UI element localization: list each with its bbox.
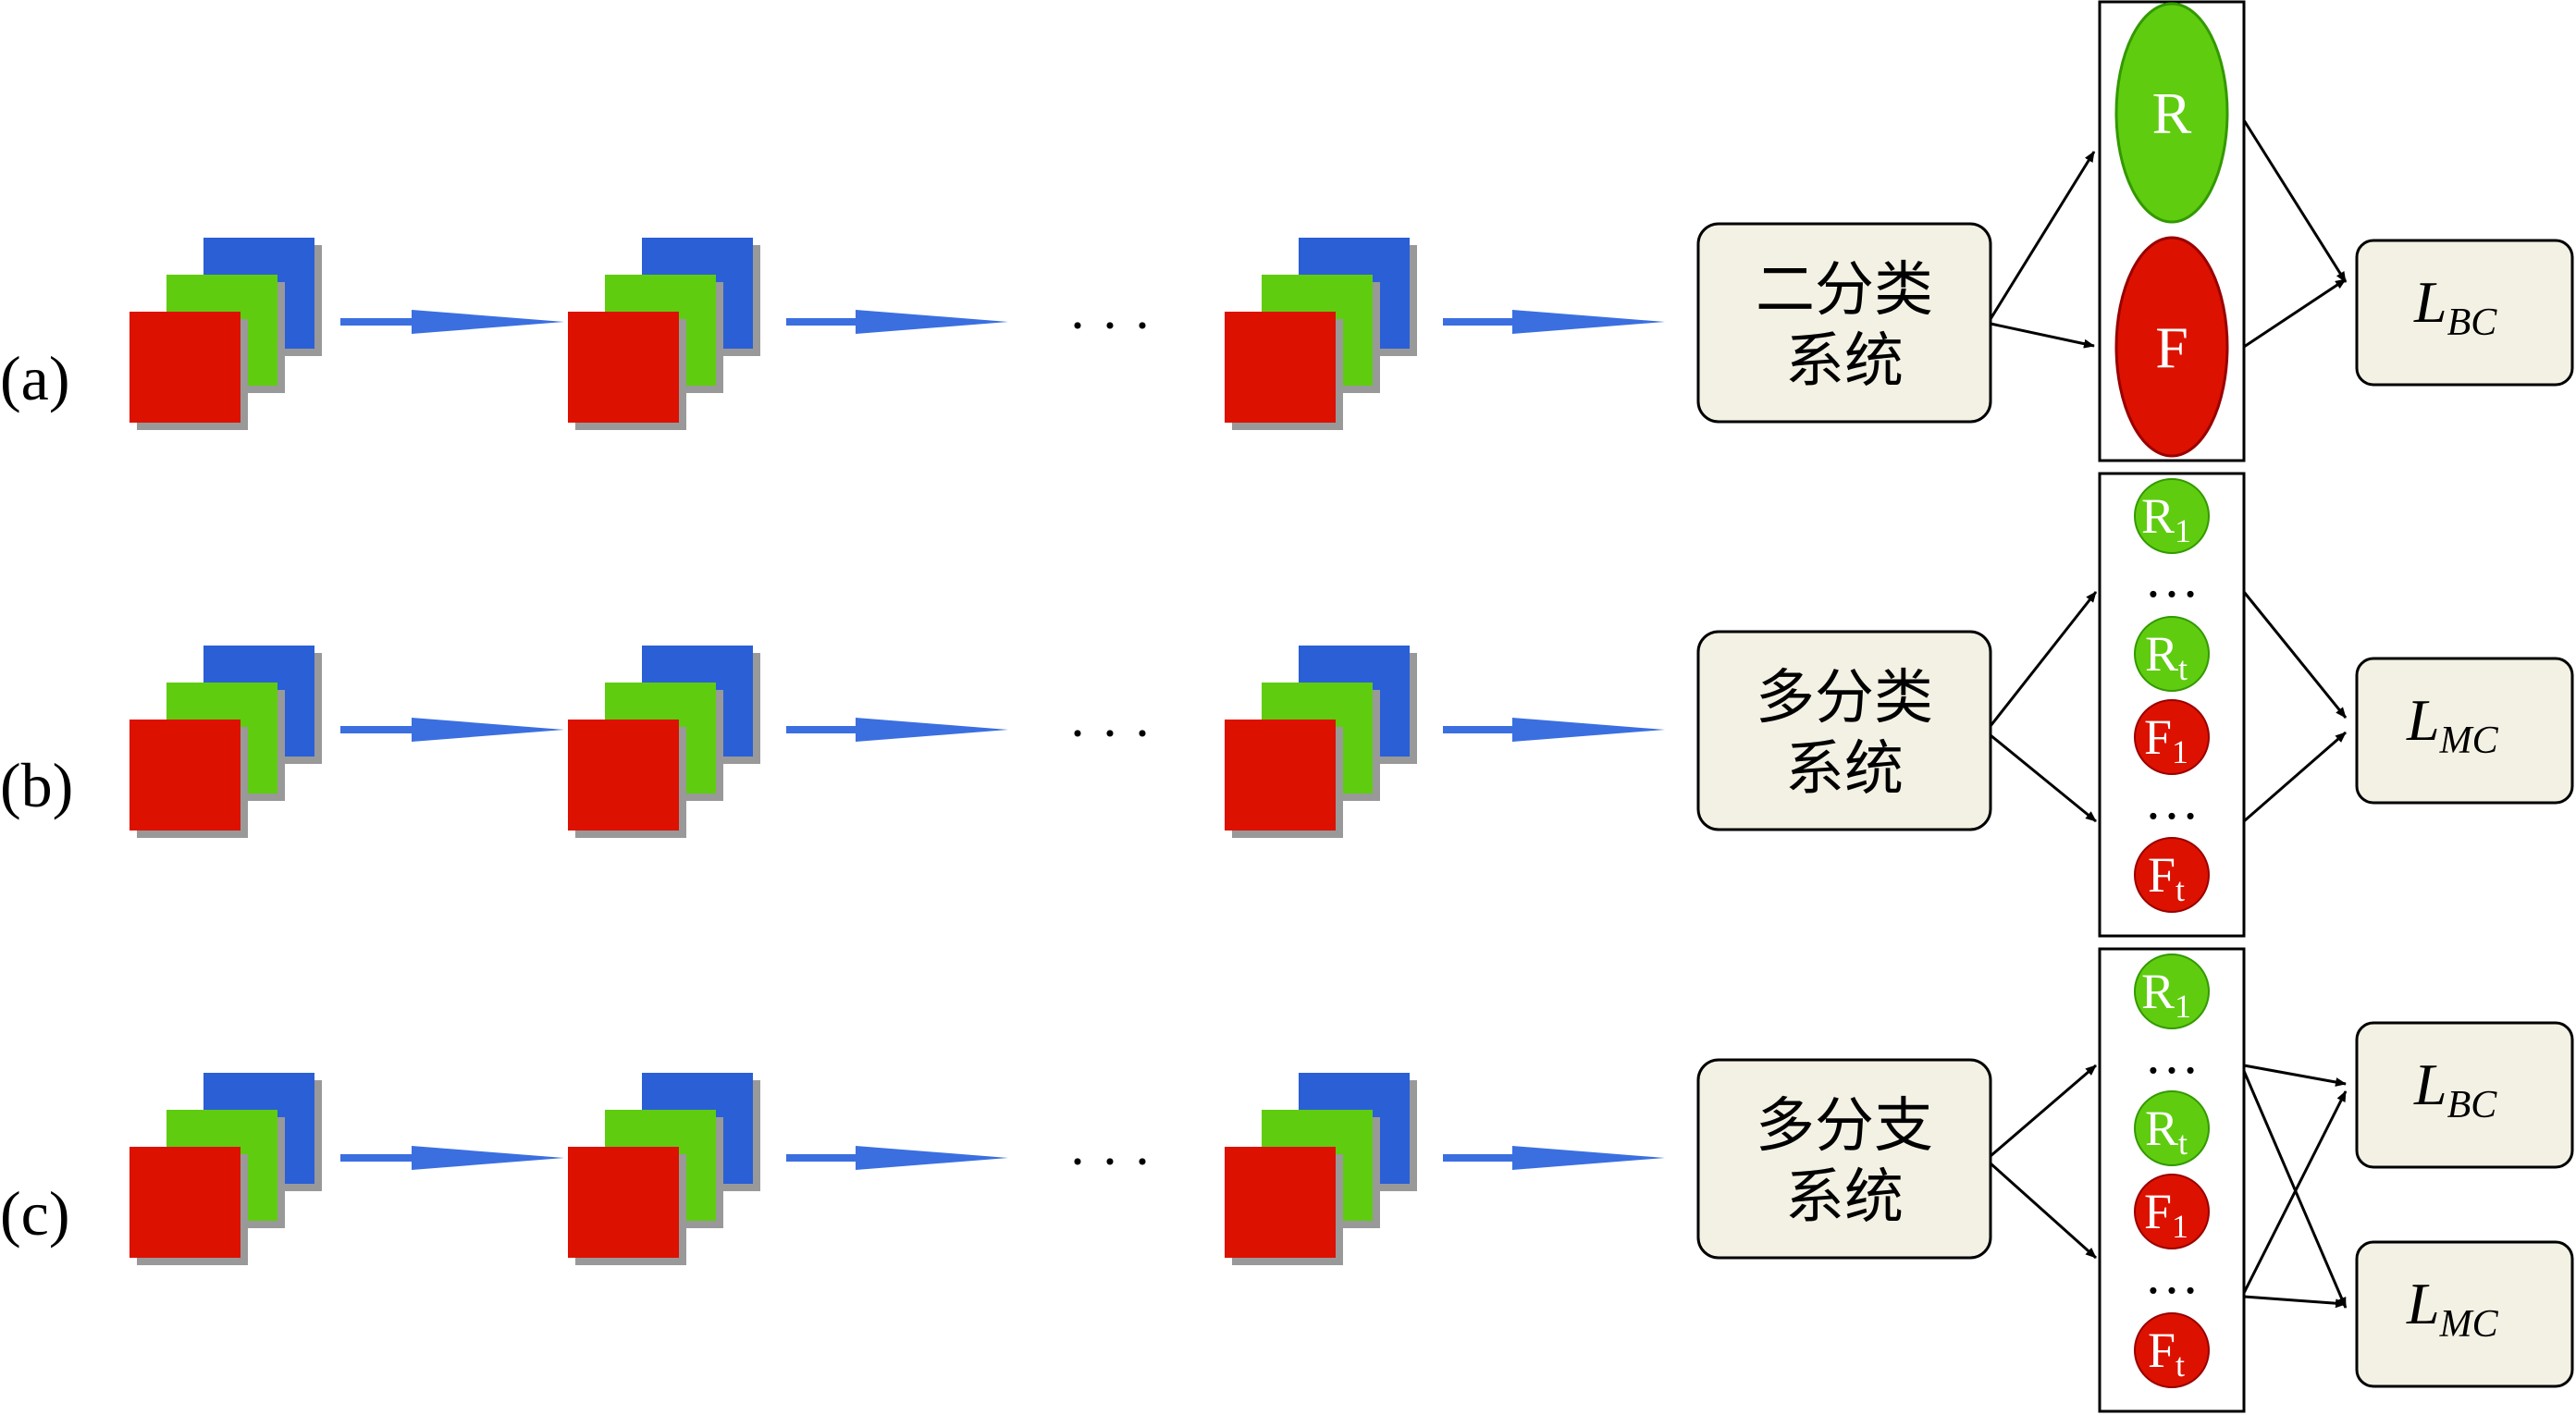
system-label-a-line1: 二分类 [1756,256,1933,325]
row-c: (c) · · · 多分支 系统 R1 … Rt [0,947,2574,1413]
sequence-dots-a: · · · [1068,295,1152,356]
frame-stack-b-1 [129,646,322,838]
class-circle-c-f1 [2134,1174,2210,1249]
arrow-c-to-fake [1989,1162,2098,1260]
loss-box-b [2355,657,2574,805]
loss-symbol: L [2406,1271,2440,1336]
row-a: (a) · · · 二分类 系统 R F [0,0,2574,462]
arrow-a-to-r [1989,151,2096,320]
blue-arrow-b-2 [786,718,1008,742]
system-box-b [1696,630,1992,831]
class-circle-c-rt [2134,1090,2210,1166]
frame-stack-c-2 [568,1073,760,1265]
frame-stack-a-1 [129,238,322,430]
loss-subscript: MC [2439,1303,2499,1346]
system-label-c-line2: 系统 [1785,1163,1904,1232]
class-label-b-rt: Rt [2145,626,2188,687]
class-label-c-f1: F1 [2144,1184,2188,1245]
loss-label-b: LMC [2406,687,2499,762]
class-label-c-rt: Rt [2145,1101,2188,1162]
arrow-fake-to-loss-b [2243,731,2347,823]
arrow-b-to-fake [1990,733,2097,823]
arrow-real-to-loss-bc-c [2243,1064,2347,1087]
blue-arrow-c-2 [786,1146,1008,1170]
sequence-dots-b: · · · [1068,703,1152,764]
loss-label-c-bc: LBC [2413,1052,2497,1126]
loss-subscript: BC [2447,301,2498,344]
row-label-c: (c) [0,1178,69,1249]
system-label-b-line2: 系统 [1785,735,1904,804]
class-dots-b-1: … [2144,548,2200,609]
system-label-c-line1: 多分支 [1756,1092,1933,1161]
fake-class-label: F [2155,314,2188,380]
frame-stack-b-3 [1225,646,1417,838]
class-dots-b-2: … [2144,769,2200,831]
arrow-r-to-loss-a [2242,119,2348,283]
class-circle-b-f1 [2134,699,2210,775]
arrow-fake-to-loss-mc-c [2243,1295,2347,1309]
frame-stack-a-3 [1225,238,1417,430]
system-label-a-line2: 系统 [1785,327,1904,396]
system-label-b-line1: 多分类 [1756,664,1933,732]
class-circle-c-ft [2134,1312,2210,1388]
loss-label-c-mc: LMC [2406,1271,2499,1346]
loss-symbol: L [2413,269,2447,335]
blue-arrow-a-2 [786,310,1008,334]
loss-label-a: LBC [2413,269,2497,344]
row-label-a: (a) [0,343,69,413]
loss-box-c-mc [2355,1240,2574,1388]
loss-box-c-bc [2355,1021,2574,1169]
class-circle-b-rt [2134,616,2210,692]
blue-arrow-b-3 [1443,718,1665,742]
frame-stack-c-3 [1225,1073,1417,1265]
loss-symbol: L [2406,687,2440,753]
row-label-b: (b) [0,750,73,820]
class-label-b-ft: Ft [2148,847,2185,908]
class-label-b-f1: F1 [2144,709,2188,770]
row-b: (b) · · · 多分类 系统 R1 … Rt [0,472,2574,938]
frame-stack-c-1 [129,1073,322,1265]
blue-arrow-a-1 [340,310,564,334]
class-circle-c-r1 [2134,954,2210,1029]
arrow-real-to-loss-b [2242,591,2348,719]
loss-subscript: BC [2447,1084,2498,1126]
system-box-a [1696,222,1992,424]
arrow-c-to-real [1990,1064,2097,1158]
class-label-c-ft: Ft [2148,1323,2185,1384]
blue-arrow-a-3 [1443,310,1665,334]
fake-class-ellipse [2114,236,2229,458]
arrow-b-to-real [1989,591,2098,727]
real-class-label: R [2152,80,2192,146]
sequence-dots-c: · · · [1068,1131,1152,1192]
loss-box-a [2355,239,2574,387]
class-label-b-r1: R1 [2141,488,2191,549]
class-dots-c-2: … [2144,1244,2200,1305]
frame-stack-b-2 [568,646,760,838]
blue-arrow-b-1 [340,718,564,742]
class-dots-c-1: … [2144,1024,2200,1085]
loss-symbol: L [2413,1052,2447,1117]
class-label-c-r1: R1 [2141,964,2191,1025]
class-circle-b-r1 [2134,478,2210,554]
blue-arrow-c-3 [1443,1146,1665,1170]
frame-stack-a-2 [568,238,760,430]
real-class-ellipse [2114,2,2229,224]
arrow-f-to-loss-a [2243,277,2347,349]
arrow-a-to-f [1990,322,2095,349]
blue-arrow-c-1 [340,1146,564,1170]
system-box-c [1696,1058,1992,1260]
loss-subscript: MC [2439,720,2499,762]
arrow-fake-to-loss-bc-c [2242,1090,2348,1294]
class-circle-b-ft [2134,837,2210,913]
